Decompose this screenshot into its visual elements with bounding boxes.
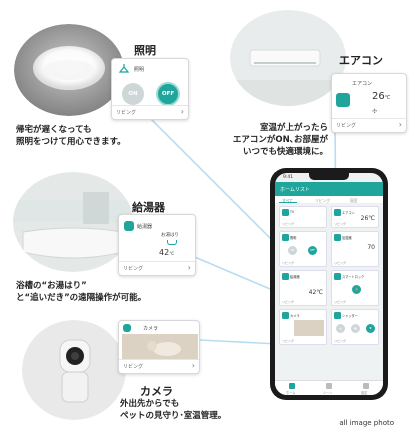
aircon-card-label: エアコン — [352, 81, 373, 87]
humidifier-icon — [334, 234, 341, 241]
tab-all[interactable]: すべて — [282, 197, 293, 203]
water-heater-icon — [282, 273, 289, 280]
bottom-nav: ホーム シーン 設定 — [275, 380, 383, 395]
camera-title: カメラ — [140, 385, 173, 398]
shutter-icon — [334, 312, 341, 319]
tile-humidifier[interactable]: 加湿器 70 リビング — [331, 231, 379, 267]
light-on-button[interactable]: ON — [122, 83, 144, 105]
tile-shutter[interactable]: シャッター ▲ ■ ▼ リビング — [331, 309, 379, 345]
light-off-dot[interactable]: OFF — [308, 246, 317, 255]
smartphone: 9:41 ホームリスト すべて リビング 寝室 TV リビング エアコン 26℃… — [270, 168, 388, 400]
ceiling-light-photo — [14, 24, 124, 116]
image-footnote: all image photo — [339, 419, 394, 427]
tab-living[interactable]: リビング — [315, 197, 331, 203]
camera-description: 外出先からでも ペットの見守り･室温管理。 — [120, 399, 227, 421]
aircon-icon — [334, 209, 341, 216]
nav-home[interactable]: ホーム — [286, 391, 296, 395]
water-heater-title: 給湯器 — [132, 201, 165, 214]
camera-icon — [123, 324, 131, 332]
tile-water-heater[interactable]: 給湯器 42℃ リビング — [279, 270, 327, 306]
tile-smart-lock[interactable]: スマートロック 🔒 リビング — [331, 270, 379, 306]
nav-settings[interactable]: 設定 — [361, 391, 368, 395]
phone-notch — [309, 173, 349, 180]
lamp-icon — [118, 64, 130, 73]
aircon-card[interactable]: エアコン 26℃ ✣ リビング › — [331, 73, 407, 133]
camera-room: リビング — [123, 364, 144, 370]
shutter-up-button[interactable]: ▲ — [336, 324, 345, 333]
light-on-dot[interactable]: ON — [288, 246, 297, 255]
shutter-down-button[interactable]: ▼ — [366, 324, 375, 333]
tile-light[interactable]: 照明 ON OFF リビング — [279, 231, 327, 267]
app-header: ホームリスト — [275, 182, 383, 196]
nav-scene[interactable]: シーン — [323, 391, 333, 395]
aircon-description: 室温が上がったら エアコンがON､お部屋が いつでも快適環境に。 — [232, 123, 328, 157]
light-title: 照明 — [134, 44, 156, 57]
tv-icon — [282, 209, 289, 216]
tile-aircon[interactable]: エアコン 26℃ リビング — [331, 206, 379, 228]
bath-fill-label: お湯はり — [161, 233, 179, 238]
home-icon[interactable] — [289, 383, 295, 389]
light-card-label: 照明 — [134, 67, 145, 73]
camera-card-footer[interactable]: リビング › — [119, 359, 199, 373]
shutter-stop-button[interactable]: ■ — [351, 324, 360, 333]
lamp-icon — [282, 234, 289, 241]
light-off-button[interactable]: OFF — [156, 82, 180, 106]
app-header-title: ホームリスト — [280, 187, 310, 193]
light-card[interactable]: 照明 ON OFF リビング › — [111, 58, 189, 120]
scene-icon[interactable] — [326, 383, 332, 389]
tile-camera[interactable]: カメラ リビング — [279, 309, 327, 345]
bathtub-icon — [167, 240, 177, 245]
fan-icon: ✣ — [372, 108, 378, 115]
lock-icon — [334, 273, 341, 280]
water-heater-card-footer[interactable]: リビング › — [119, 261, 195, 275]
camera-icon — [282, 312, 289, 319]
water-heater-room: リビング — [123, 266, 144, 272]
water-heater-temp: 42℃ — [159, 248, 175, 257]
tab-bedroom[interactable]: 寝室 — [350, 197, 358, 203]
aircon-temp: 26℃ — [372, 91, 391, 102]
water-heater-icon — [124, 221, 134, 231]
aircon-card-footer[interactable]: リビング › — [332, 118, 406, 132]
chevron-right-icon: › — [398, 120, 402, 129]
chevron-right-icon: › — [191, 361, 195, 370]
tile-tv[interactable]: TV リビング — [279, 206, 327, 228]
app-screen: 9:41 ホームリスト すべて リビング 寝室 TV リビング エアコン 26℃… — [275, 173, 383, 395]
tab-underline — [279, 202, 297, 203]
settings-icon[interactable] — [363, 383, 369, 389]
status-time: 9:41 — [283, 175, 294, 180]
aircon-title: エアコン — [339, 54, 383, 67]
camera-photo — [22, 320, 126, 420]
camera-card-label: カメラ — [143, 326, 159, 332]
bathtub-photo — [13, 172, 133, 272]
camera-live-view[interactable] — [122, 334, 198, 360]
aircon-icon — [336, 93, 350, 107]
camera-thumbnail[interactable] — [294, 320, 324, 336]
app-tabs: すべて リビング 寝室 — [275, 196, 383, 203]
light-card-footer[interactable]: リビング › — [112, 105, 188, 119]
aircon-photo — [230, 10, 346, 106]
water-heater-card[interactable]: 給湯器 お湯はり 42℃ リビング › — [118, 214, 196, 276]
water-heater-card-label: 給湯器 — [137, 224, 153, 230]
light-description: 帰宅が遅くなっても 照明をつけて用心できます。 — [16, 125, 126, 147]
light-room: リビング — [116, 110, 137, 116]
aircon-room: リビング — [336, 123, 357, 129]
lock-button[interactable]: 🔒 — [352, 285, 361, 294]
chevron-right-icon: › — [187, 263, 191, 272]
chevron-right-icon: › — [180, 107, 184, 116]
camera-card[interactable]: カメラ リビング › — [118, 320, 200, 374]
water-heater-description: 浴槽の“お湯はり” と“追いだき”の遠隔操作が可能。 — [16, 281, 147, 303]
